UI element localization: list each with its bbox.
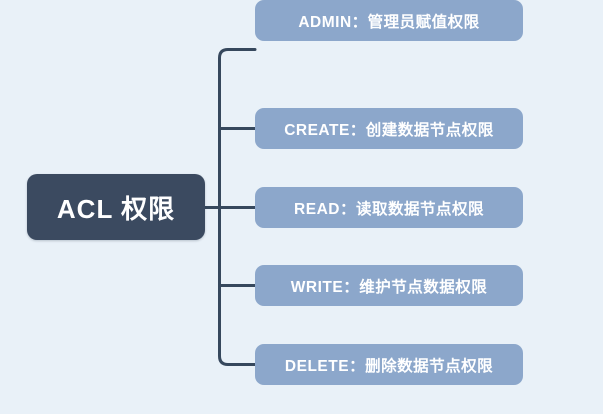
branch-node-admin[interactable]: ADMIN：管理员赋值权限 (255, 0, 523, 41)
branch-node-write[interactable]: WRITE：维护节点数据权限 (255, 265, 523, 306)
branch-node-read[interactable]: READ：读取数据节点权限 (255, 187, 523, 228)
branch-node-label: WRITE：维护节点数据权限 (290, 278, 488, 296)
branch-node-label: READ：读取数据节点权限 (294, 200, 484, 218)
branch-node-label: ADMIN：管理员赋值权限 (298, 13, 480, 31)
branch-node-delete[interactable]: DELETE：删除数据节点权限 (255, 344, 523, 385)
root-node-acl[interactable]: ACL 权限 (27, 174, 205, 240)
root-node-label: ACL 权限 (56, 193, 176, 224)
branch-node-label: DELETE：删除数据节点权限 (284, 357, 494, 375)
branch-node-create[interactable]: CREATE：创建数据节点权限 (255, 108, 523, 149)
branch-node-label: CREATE：创建数据节点权限 (284, 121, 494, 139)
